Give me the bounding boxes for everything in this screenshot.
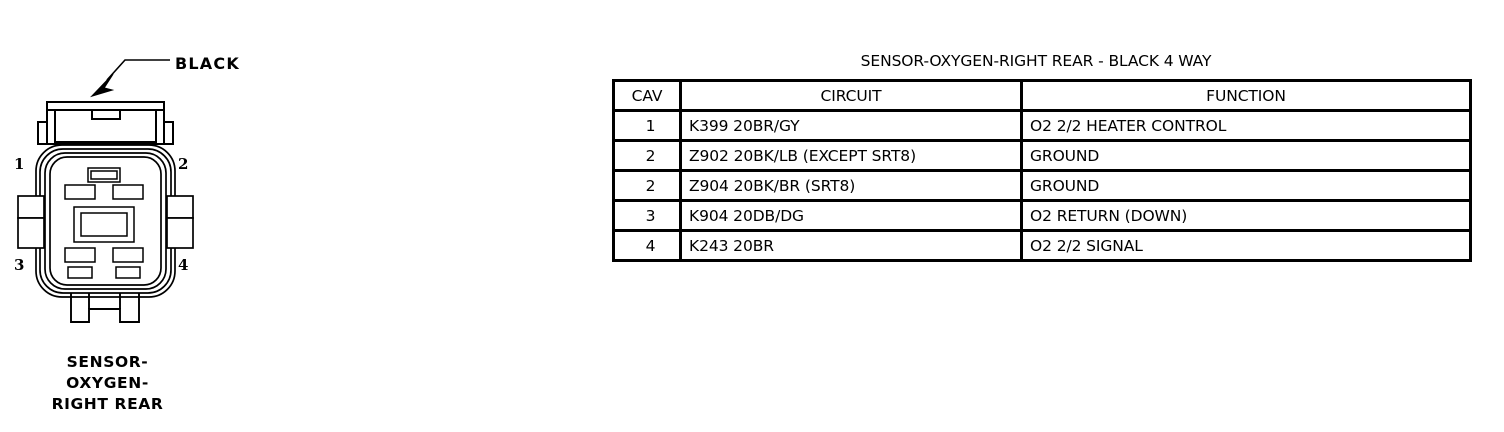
caption-line-2: OXYGEN- xyxy=(66,374,149,392)
connector-caption: SENSOR- OXYGEN- RIGHT REAR xyxy=(0,352,215,415)
cell-circuit: K243 20BR xyxy=(679,229,1023,262)
table-row: 2 Z904 20BK/BR (SRT8) GROUND xyxy=(612,169,1472,202)
cell-cav: 3 xyxy=(612,199,682,232)
pin-number-2: 2 xyxy=(178,155,189,173)
table-header-row: CAV CIRCUIT FUNCTION xyxy=(612,79,1472,112)
connector-cavity-slots xyxy=(64,167,144,279)
cell-circuit: Z902 20BK/LB (EXCEPT SRT8) xyxy=(679,139,1023,172)
connector-face-drawing xyxy=(17,59,194,323)
pinout-table-body: CAV CIRCUIT FUNCTION 1 K399 20BR/GY O2 2… xyxy=(612,79,1472,262)
column-header-circuit: CIRCUIT xyxy=(679,79,1023,112)
cell-function: GROUND xyxy=(1020,169,1472,202)
connector-color-label: BLACK xyxy=(175,54,240,73)
black-leader-line xyxy=(89,59,170,98)
cell-cav: 1 xyxy=(612,109,682,142)
table-row: 2 Z902 20BK/LB (EXCEPT SRT8) GROUND xyxy=(612,139,1472,172)
connector-bottom-latch xyxy=(70,293,140,323)
cell-circuit: K399 20BR/GY xyxy=(679,109,1023,142)
pinout-table: CAV CIRCUIT FUNCTION 1 K399 20BR/GY O2 2… xyxy=(612,79,1472,262)
cell-function: O2 RETURN (DOWN) xyxy=(1020,199,1472,232)
cell-function: O2 2/2 SIGNAL xyxy=(1020,229,1472,262)
cell-circuit: Z904 20BK/BR (SRT8) xyxy=(679,169,1023,202)
cell-function: O2 2/2 HEATER CONTROL xyxy=(1020,109,1472,142)
cell-function: GROUND xyxy=(1020,139,1472,172)
table-row: 4 K243 20BR O2 2/2 SIGNAL xyxy=(612,229,1472,262)
cell-cav: 2 xyxy=(612,169,682,202)
table-row: 1 K399 20BR/GY O2 2/2 HEATER CONTROL xyxy=(612,109,1472,142)
pin-number-4: 4 xyxy=(178,256,189,274)
pin-number-1: 1 xyxy=(14,155,25,173)
caption-line-3: RIGHT REAR xyxy=(51,395,164,413)
table-title: SENSOR-OXYGEN-RIGHT REAR - BLACK 4 WAY xyxy=(860,52,1212,70)
column-header-cav: CAV xyxy=(612,79,682,112)
cell-cav: 2 xyxy=(612,139,682,172)
pin-number-3: 3 xyxy=(14,256,25,274)
connector-illustration-panel: BLACK 1 2 3 4 SENSOR- OXYGEN- RIGHT REAR xyxy=(0,0,300,432)
cell-cav: 4 xyxy=(612,229,682,262)
column-header-function: FUNCTION xyxy=(1020,79,1472,112)
cell-circuit: K904 20DB/DG xyxy=(679,199,1023,232)
table-row: 3 K904 20DB/DG O2 RETURN (DOWN) xyxy=(612,199,1472,232)
caption-line-1: SENSOR- xyxy=(66,353,149,371)
connector-side-tabs xyxy=(17,195,194,249)
pinout-table-panel: SENSOR-OXYGEN-RIGHT REAR - BLACK 4 WAY C… xyxy=(612,52,1472,262)
connector-top-cap xyxy=(37,101,174,145)
